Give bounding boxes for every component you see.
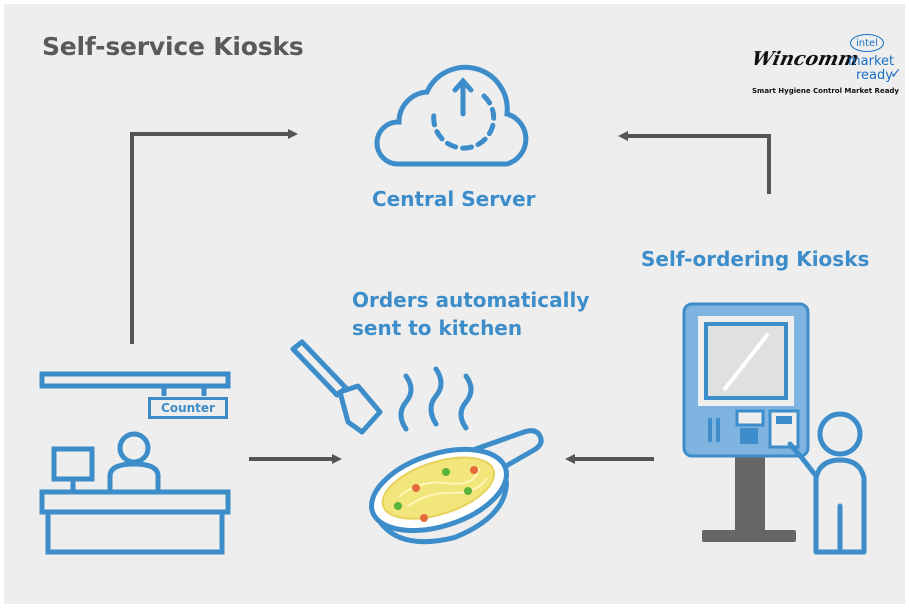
carrot [412, 484, 420, 492]
carrot [470, 466, 478, 474]
counter-label: Counter [148, 397, 228, 419]
diagram-graphics [39, 64, 867, 555]
kiosk-icon [682, 302, 810, 542]
orders-sent-label: Orders automatically sent to kitchen [352, 286, 589, 342]
orders-line-1: Orders automatically [352, 288, 590, 312]
pea [394, 502, 402, 510]
steam-icon [398, 366, 474, 432]
diagram-canvas: Self-service Kiosks Wincomm intel market… [4, 4, 905, 604]
arrow-counter-to-server [130, 129, 298, 344]
counter-base [45, 509, 225, 555]
kiosk-card-slot [735, 409, 765, 427]
orders-line-2: sent to kitchen [352, 316, 523, 340]
kiosk-base [702, 530, 796, 542]
kiosk-receipt [768, 409, 800, 449]
arrow-kiosk-to-server [618, 131, 771, 194]
kiosk-keypad [740, 428, 758, 444]
customer-head [817, 411, 863, 457]
pea [442, 468, 450, 476]
logo-market: market [848, 54, 895, 69]
checkmark-icon: ✓ [890, 66, 902, 82]
counter-staff-icon [39, 371, 231, 555]
intel-badge: intel [850, 34, 884, 52]
logo-ready: ready [856, 68, 893, 83]
frying-pan-icon [369, 428, 544, 545]
pea [464, 487, 472, 495]
staff-body [107, 461, 161, 494]
staff-head [117, 431, 151, 465]
wincomm-intel-logo: Wincomm intel market ready ✓ Smart Hygie… [750, 34, 902, 104]
monitor [51, 446, 95, 482]
counter-desk [39, 489, 231, 515]
kiosk-stand [735, 454, 765, 536]
carrot [420, 514, 428, 522]
spatula-icon [290, 339, 383, 435]
customer-icon [787, 411, 867, 555]
cloud-upload-icon [374, 64, 529, 167]
arrows [130, 129, 771, 464]
central-server-label: Central Server [372, 187, 536, 211]
customer-arm [787, 441, 819, 479]
page-title: Self-service Kiosks [42, 32, 304, 61]
logo-tagline: Smart Hygiene Control Market Ready [752, 87, 899, 95]
counter-shelf [39, 371, 231, 389]
self-ordering-kiosks-label: Self-ordering Kiosks [641, 247, 870, 271]
